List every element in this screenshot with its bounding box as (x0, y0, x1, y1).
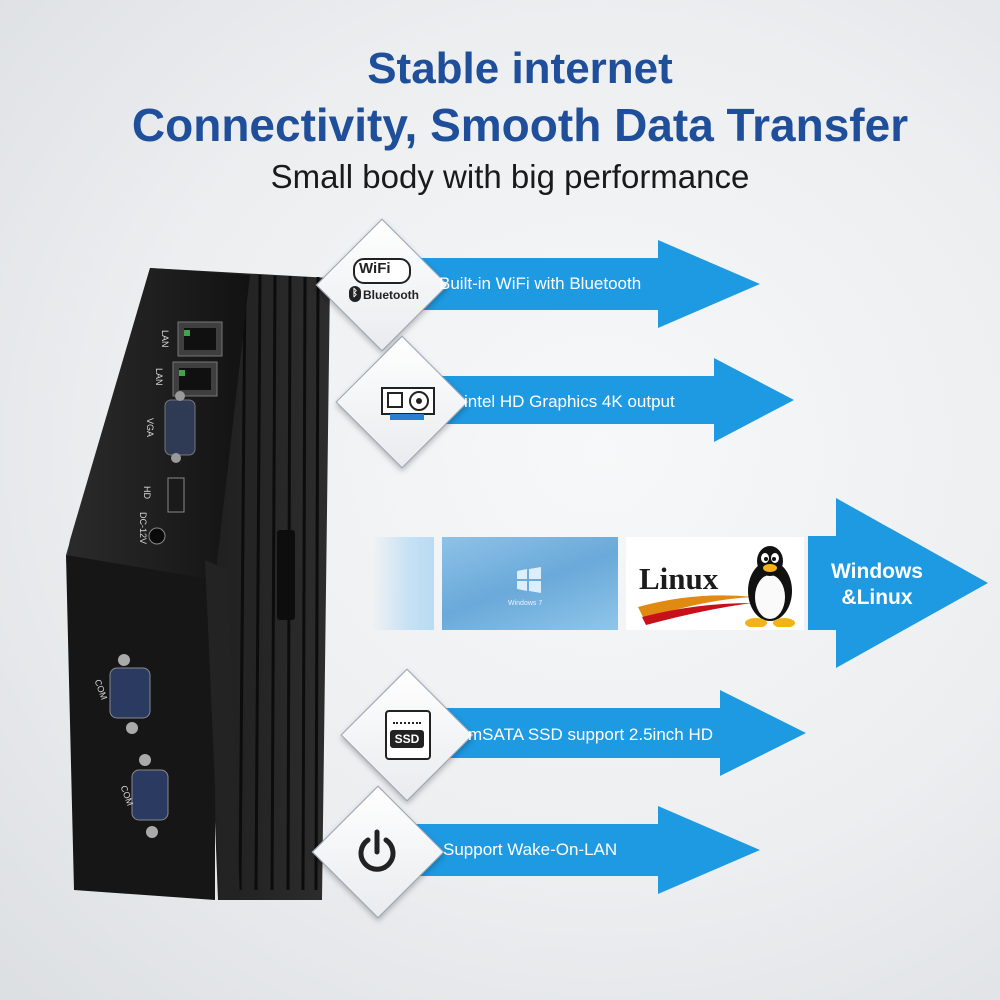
feature-arrow-wifi (408, 240, 760, 328)
tux-penguin-icon (745, 546, 795, 627)
feature-label-wifi: Built-in WiFi with Bluetooth (439, 274, 642, 293)
feature-label-wol: Support Wake-On-LAN (443, 840, 618, 859)
mini-pc-image: LAN LAN VGA HD DC-12V COM COM (0, 0, 360, 905)
port-label-dc: DC-12V (138, 512, 148, 545)
linux-swoosh-icon (638, 595, 754, 625)
windows-logo-icon (517, 567, 541, 593)
ssd-icon: SSD (385, 710, 431, 760)
port-label-vga: VGA (145, 418, 155, 438)
bluetooth-icon: ᛒ (349, 286, 361, 302)
wifi-bluetooth-icon: WiFi ᛒ Bluetooth (349, 256, 421, 308)
linux-logo-text: Linux (639, 561, 719, 596)
windows-caption: Windows 7 (508, 600, 543, 607)
linux-tile: Linux (626, 537, 804, 630)
windows-7-tile: Windows 7 (442, 537, 618, 630)
graphics-card-icon (380, 384, 438, 424)
feature-arrow-ssd (440, 690, 806, 776)
ssd-icon-text: SSD (390, 730, 424, 748)
bluetooth-icon-text: Bluetooth (363, 288, 419, 302)
port-label-lan-1: LAN (160, 330, 170, 348)
headline-line-2: Connectivity, Smooth Data Transfer (131, 99, 909, 151)
feature-label-ssd: mSATA SSD support 2.5inch HD (468, 725, 714, 744)
feature-label-graphics: intel HD Graphics 4K output (464, 392, 675, 411)
subtitle: Small body with big performance (270, 158, 750, 195)
os-fade-tile (372, 537, 434, 630)
feature-arrow-wol (400, 806, 760, 894)
os-big-arrow (808, 498, 988, 668)
power-icon (352, 826, 402, 876)
wifi-icon-text: WiFi (359, 260, 391, 277)
port-label-lan-2: LAN (154, 368, 164, 386)
feature-arrow-graphics (436, 358, 794, 442)
os-label-line-2: &Linux (841, 586, 913, 609)
os-label: Windows &Linux (810, 559, 944, 611)
os-label-line-1: Windows (831, 560, 923, 583)
mini-pc-illustration (66, 268, 330, 900)
port-label-hd: HD (142, 486, 152, 499)
headline-line-1: Stable internet (367, 44, 673, 93)
